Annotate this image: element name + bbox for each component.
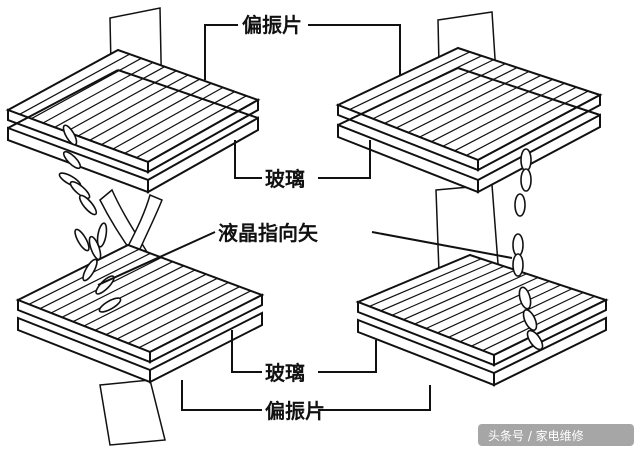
leader-glass-bottom-left: [231, 330, 262, 373]
hatch-line: [116, 281, 229, 340]
label-director: 液晶指向矢: [218, 221, 319, 245]
right-bottom-glass: [355, 253, 609, 367]
hatch-line: [61, 261, 173, 318]
hatch-line: [454, 86, 577, 152]
hatch-line: [19, 53, 130, 115]
leader-director-right: [371, 231, 513, 259]
hatch-line: [437, 280, 550, 334]
label-glass-bottom: 玻璃: [265, 361, 305, 385]
right-assembly: [335, 11, 609, 387]
leader-polarizer-bottom-right: [318, 385, 431, 411]
hatch-line: [101, 82, 212, 146]
leader-glass-top-right: [318, 140, 371, 179]
leader-glass-top-left: [234, 140, 262, 179]
hatch-line: [414, 273, 527, 325]
hatch-line: [425, 276, 539, 330]
hatch-line: [459, 288, 573, 343]
hatch-line: [31, 57, 142, 120]
hatch-line: [54, 66, 165, 128]
leader-glass-bottom-right: [318, 340, 377, 373]
left-top-polarizer: [5, 48, 261, 174]
watermark: 头条号 / 家电维修: [478, 424, 634, 446]
hatch-line: [396, 67, 518, 129]
hatch-line: [384, 63, 506, 124]
hatch-line: [466, 90, 589, 156]
hatch-line: [403, 269, 516, 321]
hatch-line: [89, 78, 200, 141]
hatch-line: [431, 78, 553, 143]
leader-director-left: [97, 231, 216, 286]
hatch-line: [136, 95, 247, 159]
hatch-line: [448, 284, 561, 338]
hatch-line: [419, 74, 542, 138]
label-polarizer-top: 偏振片: [242, 13, 302, 37]
hatch-line: [442, 82, 565, 147]
left-assembly: [5, 7, 265, 446]
right-top-glass: [337, 67, 601, 194]
hatch-line: [42, 61, 154, 124]
hatch-line: [482, 295, 595, 352]
hatch-line: [83, 269, 196, 327]
hatch-line: [138, 290, 252, 349]
hatch-line: [407, 70, 530, 134]
hatch-line: [77, 74, 189, 137]
hatch-line: [39, 252, 151, 310]
left-bottom-polarizer: [17, 311, 263, 384]
right-bottom-polarizer: [357, 316, 607, 387]
watermark-text: 头条号 / 家电维修: [488, 428, 584, 443]
leader-polarizer-bottom-left: [181, 380, 262, 411]
hatch-line: [372, 59, 494, 120]
leader-polarizer-top-left: [204, 24, 238, 80]
hatch-line: [105, 277, 218, 336]
leader-lines: [97, 24, 513, 411]
hatch-line: [94, 273, 207, 331]
hatch-line: [380, 261, 493, 312]
left-beam-bottom: [99, 379, 166, 446]
hatch-line: [66, 70, 177, 133]
hatch-line: [112, 86, 224, 150]
hatch-line: [369, 258, 482, 307]
hatch-line: [124, 91, 235, 154]
hatch-line: [72, 265, 185, 323]
hatch-line: [391, 265, 505, 316]
right-lc-molecules: [512, 148, 544, 351]
label-glass-top: 玻璃: [265, 167, 305, 191]
hatch-line: [127, 286, 240, 344]
label-polarizer-bottom: 偏振片: [265, 399, 325, 423]
leader-polarizer-top-right: [308, 24, 401, 75]
hatch-line: [349, 51, 471, 111]
left-lc-molecules: [58, 124, 122, 313]
left-bottom-glass: [15, 243, 265, 364]
